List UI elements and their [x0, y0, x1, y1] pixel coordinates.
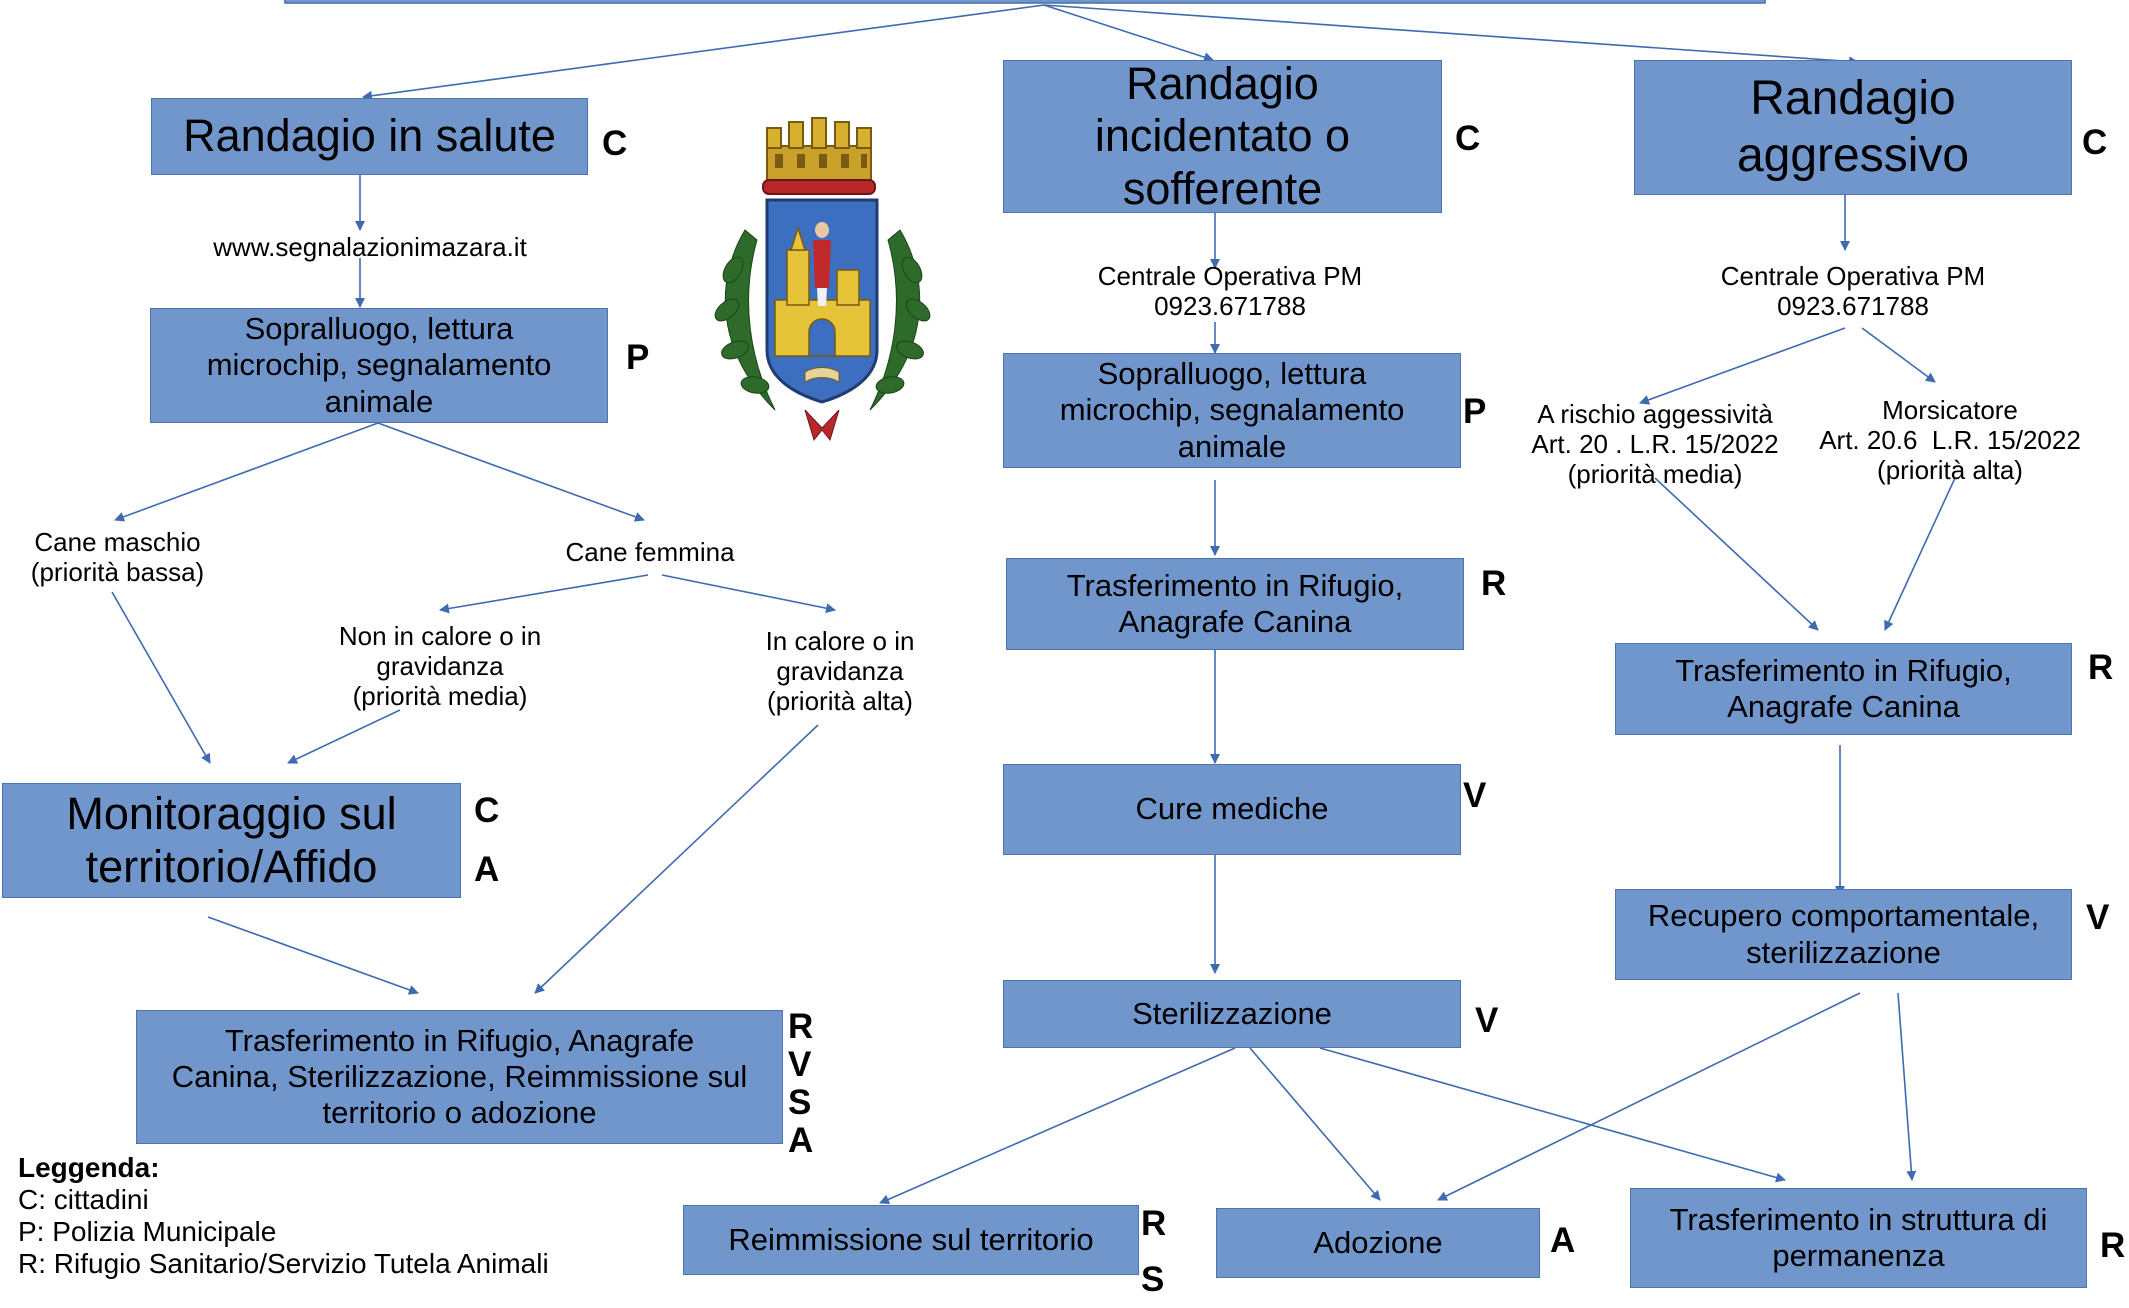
- node-adozione: Adozione: [1216, 1208, 1540, 1278]
- tag-adozione: A: [1550, 1221, 1576, 1260]
- label-centrale-incidentato: Centrale Operativa PM 0923.671788: [1097, 261, 1363, 321]
- legend: Leggenda: C: cittadini P: Polizia Munici…: [18, 1152, 549, 1280]
- node-sterilizzazione: Sterilizzazione: [1003, 980, 1461, 1048]
- arrow-banner-to-incidentato: [1043, 4, 1214, 62]
- tag-aggressivo: C: [2082, 123, 2108, 162]
- legend-title: Leggenda:: [18, 1152, 160, 1183]
- label-cane-maschio: Cane maschio (priorità bassa): [30, 527, 205, 587]
- tag-trasferimento-incidentato: R: [1481, 564, 1507, 603]
- tags-trasferimento-salute: R V S A: [788, 1007, 814, 1160]
- tag-incidentato: C: [1455, 119, 1481, 158]
- arrow-risk-to-transfer: [1654, 477, 1819, 631]
- arrow-banner-to-aggressivo: [1043, 4, 1859, 67]
- tag-monitoraggio-a: A: [474, 850, 500, 889]
- tag-monitoraggio-c: C: [474, 791, 500, 830]
- arrow-notheat-to-monitoring: [287, 709, 401, 764]
- arrow-biter-to-transfer: [1884, 477, 1956, 631]
- legend-item: C: cittadini: [18, 1184, 149, 1215]
- arrow-male-to-monitoring: [111, 591, 211, 764]
- legend-item: P: Polizia Municipale: [18, 1216, 277, 1247]
- wreath-icon: [714, 229, 931, 411]
- node-cure-mediche: Cure mediche: [1003, 764, 1461, 855]
- node-title: Randagio in salute: [183, 110, 556, 162]
- coat-of-arms-icon: [714, 117, 931, 442]
- node-sopralluogo-salute: Sopralluogo, lettura microchip, segnalam…: [150, 308, 608, 423]
- node-trasferimento-aggressivo: Trasferimento in Rifugio, Anagrafe Canin…: [1615, 643, 2072, 735]
- tag-recupero: V: [2086, 898, 2110, 937]
- arrow-monitoring-to-transfer: [207, 916, 419, 995]
- shield-icon: [765, 198, 879, 404]
- node-monitoraggio: Monitoraggio sul territorio/Affido: [2, 783, 461, 898]
- arrow-central-to-biter: [1861, 327, 1936, 383]
- label-cane-femmina: Cane femmina: [565, 537, 735, 567]
- arrow-recovery-to-permanent: [1897, 992, 1917, 1181]
- tags-reimmissione: R S: [1141, 1204, 1167, 1299]
- label-non-in-calore: Non in calore o in gravidanza (priorità …: [338, 621, 542, 711]
- arrow-sterilization-to-reimmission: [879, 1047, 1236, 1204]
- label-morsicatore: Morsicatore Art. 20.6 L.R. 15/2022 (prio…: [1819, 395, 2081, 485]
- node-randagio-in-salute: Randagio in salute: [151, 98, 588, 175]
- arrow-sterilization-to-adoption: [1249, 1047, 1381, 1201]
- node-randagio-aggressivo: Randagio aggressivo: [1634, 60, 2072, 195]
- node-struttura-permanenza: Trasferimento in struttura di permanenza: [1630, 1188, 2087, 1288]
- arrow-inspection-to-female: [377, 422, 645, 522]
- node-recupero-comportamentale: Recupero comportamentale, sterilizzazion…: [1615, 889, 2072, 980]
- legend-item: R: Rifugio Sanitario/Servizio Tutela Ani…: [18, 1248, 549, 1279]
- website-label: www.segnalazionimazara.it: [213, 232, 527, 262]
- label-centrale-aggressivo: Centrale Operativa PM 0923.671788: [1720, 261, 1986, 321]
- arrow-inspection-to-male: [114, 422, 379, 522]
- node-trasferimento-incidentato: Trasferimento in Rifugio, Anagrafe Canin…: [1006, 558, 1464, 650]
- tag-struttura-permanenza: R: [2100, 1226, 2126, 1265]
- node-reimmissione: Reimmissione sul territorio: [683, 1205, 1139, 1275]
- label-in-calore: In calore o in gravidanza (priorità alta…: [765, 626, 915, 716]
- arrow-female-to-heat: [661, 574, 836, 614]
- node-sopralluogo-incidentato: Sopralluogo, lettura microchip, segnalam…: [1003, 353, 1461, 468]
- node-randagio-incidentato: Randagio incidentato o sofferente: [1003, 58, 1442, 214]
- tag-trasferimento-aggressivo: R: [2088, 648, 2114, 687]
- crown-icon: [762, 117, 876, 195]
- arrow-sterilization-to-permanent: [1319, 1047, 1786, 1183]
- tag-salute: C: [602, 124, 628, 163]
- label-rischio-aggressivita: A rischio aggessività Art. 20 . L.R. 15/…: [1531, 399, 1779, 489]
- arrow-heat-to-transfer: [534, 724, 819, 994]
- arrow-banner-to-salute: [362, 4, 1045, 101]
- top-banner-edge: [284, 0, 1766, 4]
- node-trasferimento-salute: Trasferimento in Rifugio, Anagrafe Canin…: [136, 1010, 783, 1144]
- tag-sopralluogo-salute: P: [626, 338, 650, 377]
- arrow-central-to-risk: [1639, 327, 1846, 405]
- arrow-recovery-to-adoption: [1437, 992, 1861, 1201]
- tag-sopralluogo-incidentato: P: [1463, 392, 1487, 431]
- tag-cure-mediche: V: [1463, 776, 1487, 815]
- tag-sterilizzazione: V: [1475, 1001, 1499, 1040]
- arrow-female-to-notheat: [439, 574, 649, 614]
